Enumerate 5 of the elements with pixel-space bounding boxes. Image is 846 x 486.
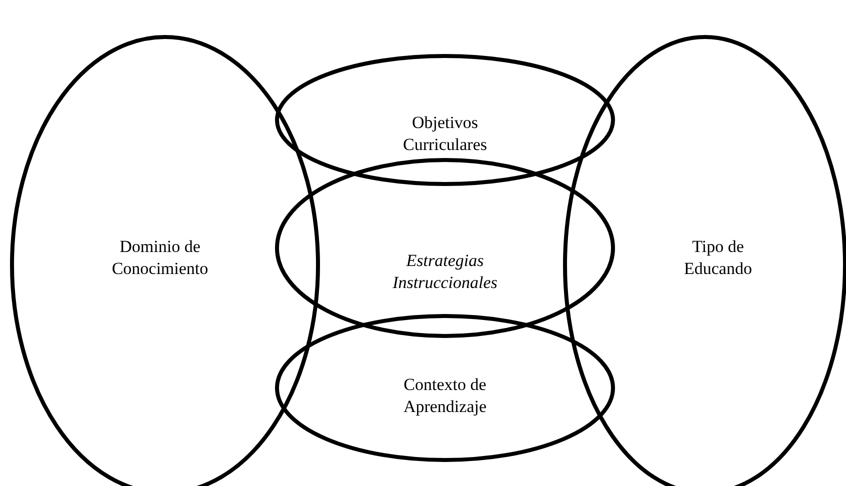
ellipse-label: Tipo de Educando [683, 236, 753, 280]
ellipse-label: Contexto de Aprendizaje [402, 374, 488, 418]
ellipse-label: Estrategias Instruccionales [392, 250, 498, 294]
ellipse-label: Dominio de Conocimiento [110, 236, 210, 280]
ellipse-label: Objetivos Curriculares [402, 112, 488, 156]
